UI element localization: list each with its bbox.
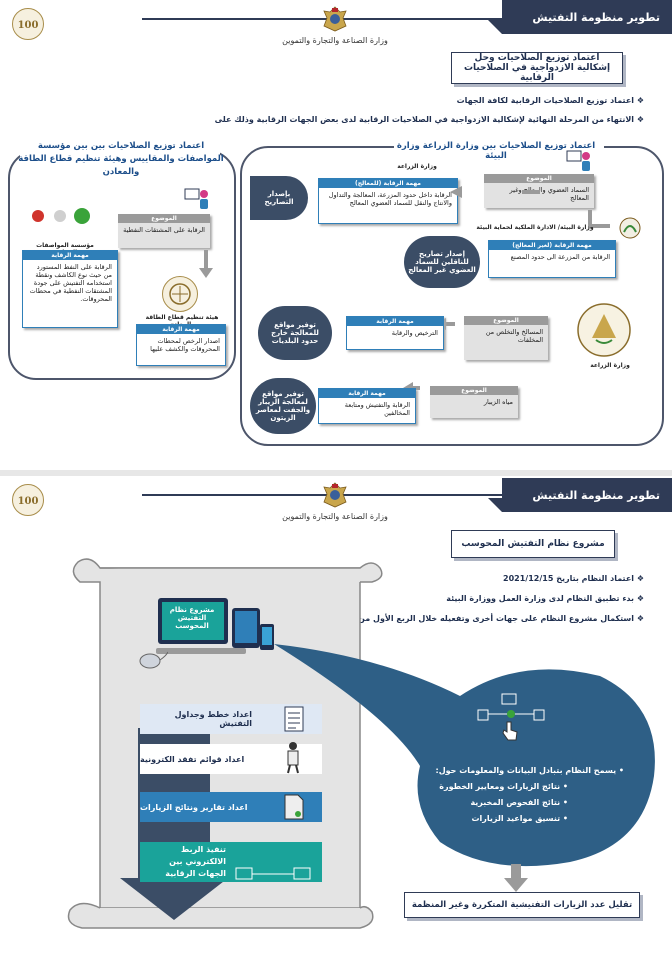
slide-title: اعتماد توزيع الصلاحيات وحل إشكالية الازد… bbox=[451, 52, 623, 84]
subject-oil-derivatives: الموضوع الرقابة على المشتقات النفطية bbox=[118, 214, 210, 248]
task-inspection-followup: مهمة الرقابة الرقابة والتفتيش ومتابعة ال… bbox=[318, 388, 416, 424]
centenary-logo: 100 bbox=[12, 8, 44, 40]
header-rule-2 bbox=[142, 494, 502, 496]
left-panel-title-bg bbox=[20, 140, 220, 166]
exchange-item-1: • نتائج الزيارات ومعايير الخطورة bbox=[439, 782, 568, 791]
network-icon bbox=[476, 692, 548, 722]
bubble-olive-sites: توفير مواقع لمعالجة الزيبار والجفت لمعاص… bbox=[250, 378, 316, 434]
hand-cursor-icon bbox=[500, 720, 520, 742]
task-treated-fertilizer: مهمة الرقابة (للمعالج) الرقابة داخل حدود… bbox=[318, 178, 458, 224]
bullet-2: ❖ الانتهاء من المرحلة النهائية لإشكالية … bbox=[214, 115, 644, 124]
step-linking: تنفيذ الربط الالكتروني بين الجهات الرقاب… bbox=[140, 842, 322, 882]
result-box: تقليل عدد الزيارات التفتيشية المتكررة وغ… bbox=[404, 892, 640, 918]
ministry-name: وزارة الصناعة والتجارة والتموين bbox=[282, 36, 388, 45]
task-untreated-fertilizer: مهمة الرقابة (لغير المعالج) الرقابة من ا… bbox=[488, 240, 616, 278]
slide-separator bbox=[0, 470, 672, 476]
presenter-icon bbox=[566, 150, 592, 172]
exchange-item-3: • تنسيق مواعيد الزيارات bbox=[471, 814, 568, 823]
slide-computerized-inspection: تطوير منظومة التفتيش 100 وزارة الصناعة و… bbox=[0, 476, 672, 953]
svg-text:100: 100 bbox=[18, 496, 39, 507]
bubble-treatment-sites: توفير مواقع للمعالجة خارج حدود البلديات bbox=[258, 306, 332, 360]
report-icon bbox=[284, 794, 304, 820]
bullet-1: ❖ اعتماد توزيع الصلاحيات الرقابية لكافة … bbox=[456, 96, 644, 105]
linked-computers-icon bbox=[234, 866, 314, 882]
devices-illustration bbox=[156, 594, 278, 670]
slide-title-2: مشروع نظام التفتيش المحوسب bbox=[451, 530, 615, 558]
presenter-icon-left bbox=[184, 188, 210, 210]
subject-olive-water: الموضوع مياه الزيبار bbox=[430, 386, 518, 418]
exchange-item-2: • نتائج الفحوص المخبرية bbox=[470, 798, 568, 807]
agri-label: وزارة الزراعة bbox=[397, 163, 437, 170]
jsmo-logo bbox=[30, 206, 96, 226]
header-rule bbox=[142, 18, 502, 20]
agriculture-seal bbox=[574, 300, 634, 360]
agri-environment-title: اعتماد توزيع الصلاحيات بين وزارة الزراعة… bbox=[396, 141, 596, 161]
screen-label: مشروع نظام التفتيش المحوسب bbox=[169, 606, 215, 630]
header-tab-2: تطوير منظومة التفتيش bbox=[502, 478, 672, 512]
header-tab: تطوير منظومة التفتيش bbox=[502, 0, 672, 34]
subject-slaughterhouses: الموضوع المسالخ والتخلص من المخلفات bbox=[464, 316, 548, 360]
header-notch bbox=[488, 20, 502, 34]
header-notch-2 bbox=[488, 498, 502, 512]
bullet-2-2: ❖ بدء تطبيق النظام لدى وزارة العمل ووزار… bbox=[446, 594, 644, 603]
mouse-icon bbox=[138, 650, 169, 670]
task-jsmo: مهمة الرقابة الرقابة على النفط المستورد … bbox=[22, 250, 118, 328]
ministry-name-2: وزارة الصناعة والتجارة والتموين bbox=[282, 512, 388, 521]
panel-title-bg bbox=[394, 140, 604, 154]
task-emrc: مهمة الرقابة اصدار الرخص لمحطات المحروقا… bbox=[136, 324, 226, 366]
bubble-permits: بإصدار التصاريح bbox=[250, 176, 308, 220]
result-arrow bbox=[504, 864, 528, 892]
centenary-logo-2: 100 bbox=[12, 484, 44, 516]
agri-ministry-label: وزارة الزراعة bbox=[590, 362, 630, 369]
bullet-2-1: ❖ اعتماد النظام بتاريخ 2021/12/15 bbox=[503, 574, 644, 583]
coat-of-arms-icon bbox=[321, 6, 349, 32]
task-licensing: مهمة الرقابة الترخيص والرقابة bbox=[346, 316, 444, 350]
jsmo-emrc-title: اعتماد توزيع الصلاحيات بين بين مؤسسة الم… bbox=[18, 141, 224, 177]
exchange-intro: • يسمح النظام بتبادل البيانات والمعلومات… bbox=[435, 766, 625, 775]
environment-icon bbox=[618, 216, 642, 240]
slide-authority-distribution: تطوير منظومة التفتيش 100 وزارة الصناعة و… bbox=[0, 0, 672, 470]
emrc-logo bbox=[162, 276, 198, 312]
left-flow-arrow bbox=[199, 250, 213, 278]
exchange-bubble bbox=[274, 644, 655, 867]
environment-label: وزارة البيئة/ الادارة الملكية لحماية الب… bbox=[476, 224, 594, 231]
svg-text:100: 100 bbox=[18, 20, 39, 31]
coat-of-arms-icon-2 bbox=[321, 482, 349, 508]
bubble-transport-permits: إصدار تصاريح للناقلين للسماد العضوي غير … bbox=[404, 236, 480, 288]
checklist-icon bbox=[284, 706, 304, 732]
inspector-icon bbox=[282, 740, 304, 774]
